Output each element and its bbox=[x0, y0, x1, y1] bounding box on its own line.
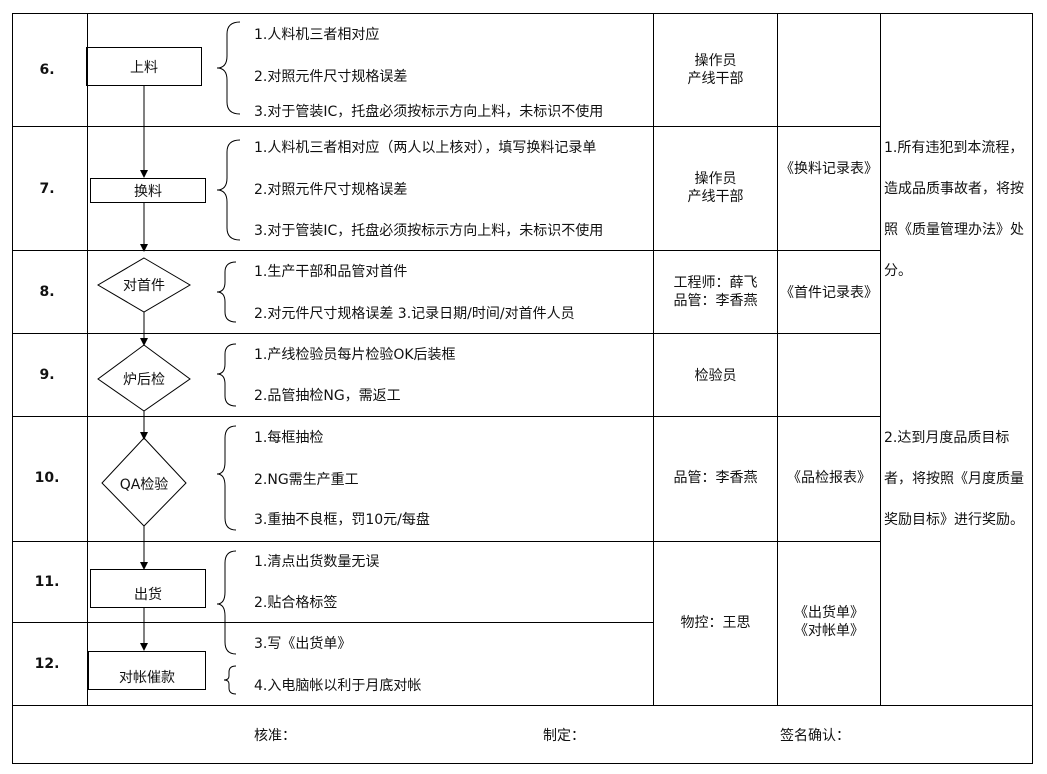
record-form: 《品检报表》 bbox=[787, 470, 871, 486]
remark-reward: 2.达到月度品质目标者，将按照《月度质量奖励目标》进行奖励。 bbox=[884, 430, 1024, 528]
detail-text: 3.对于管装IC，托盘必须按标示方向上料，未标识不使用 bbox=[254, 104, 604, 120]
step-number-10: 10. bbox=[34, 470, 60, 486]
detail-text: 2.贴合格标签 bbox=[254, 595, 338, 611]
detail-text: 2.品管抽检NG，需返工 bbox=[254, 388, 401, 404]
record-form: 《首件记录表》 bbox=[780, 285, 878, 301]
detail-text: 1.每框抽检 bbox=[254, 430, 324, 446]
step-number-6: 6. bbox=[39, 62, 55, 78]
remark-violation: 1.所有违犯到本流程，造成品质事故者，将按照《质量管理办法》处分。 bbox=[884, 140, 1024, 279]
footer-prepare: 制定： bbox=[543, 728, 585, 744]
detail-text: 1.生产干部和品管对首件 bbox=[254, 264, 408, 280]
step-number-11: 11. bbox=[34, 574, 60, 590]
detail-text: 2.对元件尺寸规格误差 3.记录日期/时间/对首件人员 bbox=[254, 306, 575, 322]
detail-text: 1.人料机三者相对应（两人以上核对），填写换料记录单 bbox=[254, 140, 597, 156]
flow-step-loading: 上料 bbox=[130, 60, 158, 76]
footer-signature: 签名确认： bbox=[780, 728, 850, 744]
step-number-12: 12. bbox=[34, 656, 60, 672]
flow-step-qa-inspection: QA检验 bbox=[119, 477, 169, 493]
owner-cell: 工程师：薛飞 品管：李香燕 bbox=[673, 275, 758, 309]
flow-step-first-article: 对首件 bbox=[123, 278, 165, 294]
detail-text: 1.清点出货数量无误 bbox=[254, 554, 380, 570]
detail-text: 3.对于管装IC，托盘必须按标示方向上料，未标识不使用 bbox=[254, 223, 604, 239]
detail-text: 1.产线检验员每片检验OK后装框 bbox=[254, 347, 456, 363]
step-number-8: 8. bbox=[39, 284, 55, 300]
step-number-7: 7. bbox=[39, 181, 55, 197]
flow-step-material-change: 换料 bbox=[134, 184, 162, 200]
flow-step-shipping: 出货 bbox=[134, 587, 162, 603]
owner-cell: 品管：李香燕 bbox=[673, 470, 758, 486]
owner-cell: 检验员 bbox=[694, 368, 737, 384]
footer-approve: 核准： bbox=[254, 728, 296, 744]
flow-step-reconciliation: 对帐催款 bbox=[119, 670, 175, 686]
detail-text: 2.NG需生产重工 bbox=[254, 472, 359, 488]
owner-cell: 物控：王思 bbox=[680, 615, 751, 631]
detail-text: 1.人料机三者相对应 bbox=[254, 27, 380, 43]
detail-text: 2.对照元件尺寸规格误差 bbox=[254, 182, 408, 198]
step-number-9: 9. bbox=[39, 367, 55, 383]
record-form: 《出货单》 《对帐单》 bbox=[794, 605, 864, 639]
owner-cell: 操作员 产线干部 bbox=[687, 53, 744, 87]
record-form: 《换料记录表》 bbox=[780, 161, 878, 177]
detail-text: 2.对照元件尺寸规格误差 bbox=[254, 69, 408, 85]
flow-step-post-oven-check: 炉后检 bbox=[123, 372, 165, 388]
owner-cell: 操作员 产线干部 bbox=[687, 171, 744, 205]
detail-text: 4.入电脑帐以利于月底对帐 bbox=[254, 678, 422, 694]
detail-text: 3.写《出货单》 bbox=[254, 636, 352, 652]
detail-text: 3.重抽不良框，罚10元/每盘 bbox=[254, 512, 430, 528]
